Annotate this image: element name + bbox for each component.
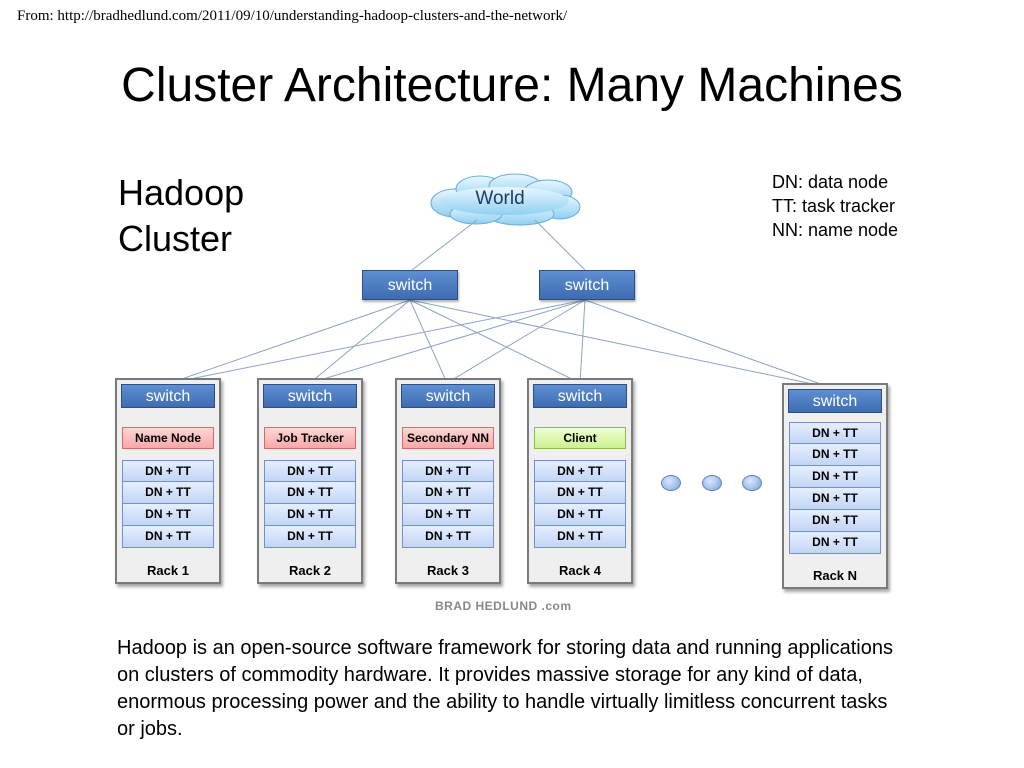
- data-node: DN + TT: [789, 422, 881, 444]
- rack-4: switch Client DN + TT DN + TT DN + TT DN…: [527, 378, 633, 584]
- watermark-credit: BRAD HEDLUND .com: [435, 599, 572, 613]
- role-secondary-nn: Secondary NN: [402, 427, 494, 449]
- description-text: Hadoop is an open-source software framew…: [117, 637, 893, 740]
- world-cloud-fill: [441, 187, 569, 215]
- ellipsis-dot-icon: [742, 475, 762, 491]
- data-node: DN + TT: [264, 504, 356, 526]
- data-node: DN + TT: [789, 444, 881, 466]
- link-s1-rack3: [409, 299, 448, 384]
- link-s2-rack3: [446, 299, 586, 384]
- rack-1: switch Name Node DN + TT DN + TT DN + TT…: [115, 378, 221, 584]
- ellipsis-dot-icon: [702, 475, 722, 491]
- diagram-heading: Hadoop Cluster: [118, 170, 244, 262]
- role-job-tracker: Job Tracker: [264, 427, 356, 449]
- data-node: DN + TT: [122, 482, 214, 504]
- legend-item-tt: TT: task tracker: [772, 196, 896, 216]
- node-list: DN + TT DN + TT DN + TT DN + TT: [264, 460, 356, 548]
- node-list: DN + TT DN + TT DN + TT DN + TT: [402, 460, 494, 548]
- legend-item-nn: NN: name node: [772, 220, 899, 240]
- rack-label: Rack N: [812, 568, 858, 583]
- link-s2-rackn: [584, 299, 833, 389]
- rack-n: switch DN + TT DN + TT DN + TT DN + TT D…: [782, 383, 888, 589]
- rack-label: Rack 4: [559, 563, 601, 578]
- link-s2-rack4: [579, 299, 586, 384]
- role-name-node: Name Node: [122, 427, 214, 449]
- data-node: DN + TT: [264, 482, 356, 504]
- diagram-heading-line-1: Hadoop: [118, 172, 245, 213]
- data-node: DN + TT: [534, 482, 626, 504]
- data-node: DN + TT: [402, 526, 494, 548]
- network-links: [169, 219, 833, 389]
- rack-switch: switch: [263, 384, 357, 408]
- data-node: DN + TT: [789, 510, 881, 532]
- data-node: DN + TT: [534, 504, 626, 526]
- data-node: DN + TT: [122, 526, 214, 548]
- role-client: Client: [534, 427, 626, 449]
- rack-label: Rack 3: [427, 563, 469, 578]
- link-s2-rack1: [169, 299, 586, 384]
- data-node: DN + TT: [122, 460, 214, 482]
- world-label: World: [475, 188, 525, 209]
- data-node: DN + TT: [534, 526, 626, 548]
- rack-switch: switch: [401, 384, 495, 408]
- link-s1-rack4: [409, 299, 581, 384]
- data-node: DN + TT: [402, 482, 494, 504]
- data-node: DN + TT: [789, 466, 881, 488]
- rack-2: switch Job Tracker DN + TT DN + TT DN + …: [257, 378, 363, 584]
- data-node: DN + TT: [534, 460, 626, 482]
- core-switch-1: switch: [362, 270, 458, 300]
- node-list: DN + TT DN + TT DN + TT DN + TT: [534, 460, 626, 548]
- data-node: DN + TT: [789, 532, 881, 554]
- rack-label: Rack 1: [147, 563, 189, 578]
- ellipsis-dot-icon: [661, 475, 681, 491]
- data-node: DN + TT: [789, 488, 881, 510]
- link-s2-rack2: [309, 299, 586, 384]
- link-s1-rack2: [309, 299, 411, 384]
- rack-switch: switch: [533, 384, 627, 408]
- link-world-switch-1: [411, 219, 478, 271]
- data-node: DN + TT: [264, 526, 356, 548]
- data-node: DN + TT: [402, 460, 494, 482]
- rack-switch: switch: [788, 389, 882, 413]
- link-s1-rack1: [169, 299, 411, 384]
- node-list: DN + TT DN + TT DN + TT DN + TT: [122, 460, 214, 548]
- data-node: DN + TT: [264, 460, 356, 482]
- legend: DN: data node TT: task tracker NN: name …: [772, 170, 898, 242]
- rack-label: Rack 2: [289, 563, 331, 578]
- data-node: DN + TT: [122, 504, 214, 526]
- source-citation: From: http://bradhedlund.com/2011/09/10/…: [17, 8, 568, 24]
- rack-3: switch Secondary NN DN + TT DN + TT DN +…: [395, 378, 501, 584]
- link-s1-rackn: [409, 299, 833, 389]
- data-node: DN + TT: [402, 504, 494, 526]
- diagram-heading-line-2: Cluster: [118, 218, 233, 259]
- link-world-switch-2: [534, 219, 586, 271]
- rack-switch: switch: [121, 384, 215, 408]
- slide-title: Cluster Architecture: Many Machines: [121, 59, 903, 112]
- legend-item-dn: DN: data node: [772, 172, 889, 192]
- core-switch-2: switch: [539, 270, 635, 300]
- node-list: DN + TT DN + TT DN + TT DN + TT DN + TT …: [789, 422, 881, 554]
